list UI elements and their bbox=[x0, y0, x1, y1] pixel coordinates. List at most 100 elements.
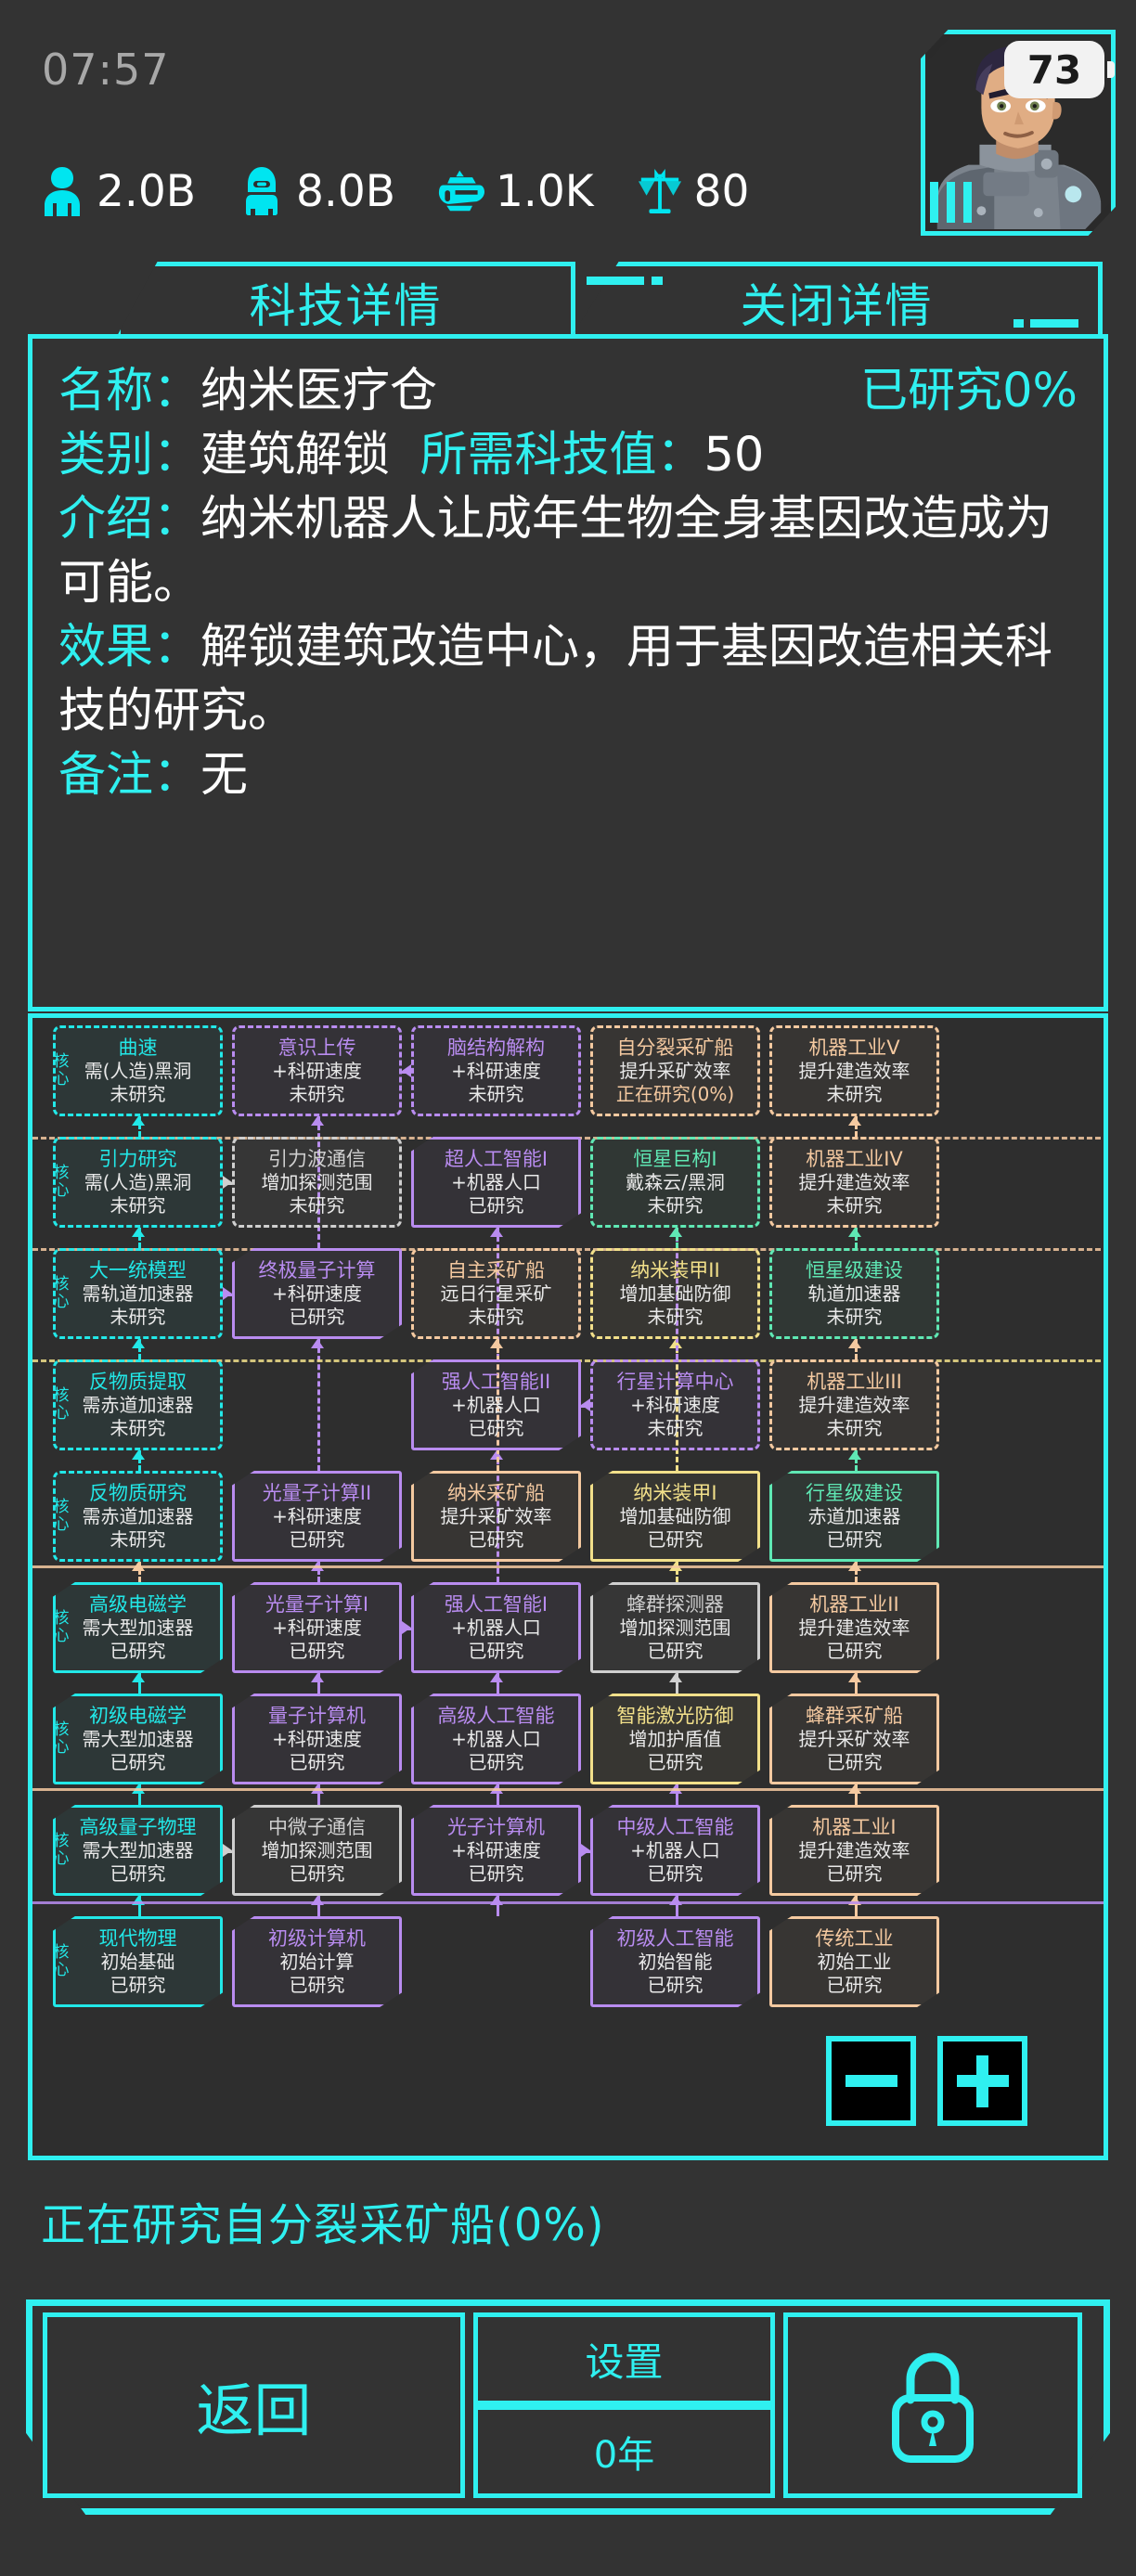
tech-node[interactable]: 智能激光防御增加护盾值已研究 bbox=[590, 1694, 760, 1784]
tech-node[interactable]: 初级计算机初始计算已研究 bbox=[232, 1916, 402, 2007]
tech-node[interactable]: 蜂群采矿船提升采矿效率已研究 bbox=[769, 1694, 939, 1784]
tech-edge-arrow bbox=[847, 1450, 861, 1460]
tech-node[interactable]: 自主采矿船远日行星采矿未研究 bbox=[411, 1248, 581, 1339]
tech-node[interactable]: 传统工业初始工业已研究 bbox=[769, 1916, 939, 2007]
detail-category-key: 类别： bbox=[58, 428, 201, 483]
tech-node[interactable]: 意识上传+科研速度未研究 bbox=[232, 1025, 402, 1116]
tech-node-effect: 戴森云/黑洞 bbox=[626, 1170, 725, 1193]
tech-node[interactable]: 脑结构解构+科研速度未研究 bbox=[411, 1025, 581, 1116]
tech-edge-arrow bbox=[668, 1673, 682, 1682]
tech-node[interactable]: 初级人工智能初始智能已研究 bbox=[590, 1916, 760, 2007]
tech-node-name: 现代物理 bbox=[98, 1926, 177, 1950]
tech-node-effect: 初始智能 bbox=[638, 1950, 713, 1973]
tech-node[interactable]: 光量子计算II+科研速度已研究 bbox=[232, 1471, 402, 1562]
tech-node-name: 纳米采矿船 bbox=[447, 1481, 545, 1504]
tech-node-effect: 提升采矿效率 bbox=[440, 1504, 552, 1527]
tech-node[interactable]: 高级量子物理需大型加速器已研究 bbox=[53, 1805, 223, 1896]
tech-node[interactable]: 反物质研究需赤道加速器未研究 bbox=[53, 1471, 223, 1562]
tech-node[interactable]: 光量子计算I+科研速度已研究 bbox=[232, 1582, 402, 1673]
tech-node[interactable]: 自分裂采矿船提升采矿效率正在研究(0%) bbox=[590, 1025, 760, 1116]
tech-node-name: 行星计算中心 bbox=[616, 1370, 734, 1393]
tech-node-status: 已研究 bbox=[468, 1639, 524, 1662]
tech-node-effect: +机器人口 bbox=[451, 1616, 541, 1639]
tech-edge bbox=[137, 1339, 141, 1359]
tech-node[interactable]: 引力波通信增加探测范围未研究 bbox=[232, 1137, 402, 1228]
tech-node[interactable]: 行星计算中心+科研速度未研究 bbox=[590, 1359, 760, 1450]
tech-node[interactable]: 蜂群探测器增加探测范围已研究 bbox=[590, 1582, 760, 1673]
plus-icon-v bbox=[976, 2054, 988, 2107]
tech-node-name: 恒星巨构I bbox=[633, 1147, 717, 1170]
tech-node[interactable]: 现代物理初始基础已研究 bbox=[53, 1916, 223, 2007]
tech-node-effect: 初始工业 bbox=[817, 1950, 892, 1973]
avatar[interactable]: 73 bbox=[921, 30, 1116, 236]
tech-node[interactable]: 曲速需(人造)黑洞未研究 bbox=[53, 1025, 223, 1116]
tech-node[interactable]: 中微子通信增加探测范围已研究 bbox=[232, 1805, 402, 1896]
settings-button[interactable]: 设置 bbox=[473, 2312, 775, 2405]
tech-node-core-badge: 核心 bbox=[53, 1164, 70, 1200]
tech-edge bbox=[496, 1784, 499, 1805]
tech-node-effect: +机器人口 bbox=[451, 1393, 541, 1416]
zoom-out-button[interactable] bbox=[826, 2036, 916, 2126]
tech-node-effect: 初始计算 bbox=[279, 1950, 355, 1973]
tech-edge bbox=[137, 1116, 141, 1137]
signal-bars-icon bbox=[930, 182, 972, 223]
tech-node-effect: 需(人造)黑洞 bbox=[84, 1170, 192, 1193]
tech-node-status: 已研究 bbox=[647, 1973, 704, 1996]
resource-robots-value: 8.0B bbox=[296, 165, 395, 217]
tech-node[interactable]: 强人工智能I+机器人口已研究 bbox=[411, 1582, 581, 1673]
tech-edge-arrow bbox=[131, 1450, 145, 1460]
detail-intro-value: 纳米机器人让成年生物全身基因改造成为可能。 bbox=[58, 492, 1053, 611]
tech-edge-arrow bbox=[489, 1896, 503, 1905]
tech-node[interactable]: 纳米采矿船提升采矿效率已研究 bbox=[411, 1471, 581, 1562]
tech-node[interactable]: 光子计算机+科研速度已研究 bbox=[411, 1805, 581, 1896]
tech-edge-arrow bbox=[847, 1228, 861, 1237]
tab-tech-details[interactable]: 科技详情 bbox=[116, 262, 575, 338]
tech-node-effect: +机器人口 bbox=[630, 1838, 720, 1861]
tech-node[interactable]: 强人工智能II+机器人口已研究 bbox=[411, 1359, 581, 1450]
tech-node[interactable]: 反物质提取需赤道加速器未研究 bbox=[53, 1359, 223, 1450]
tech-edge bbox=[854, 1228, 858, 1248]
tech-edge bbox=[316, 1673, 320, 1694]
tech-edge bbox=[675, 1228, 678, 1248]
tech-node[interactable]: 行星级建设赤道加速器已研究 bbox=[769, 1471, 939, 1562]
resource-population: 2.0B bbox=[39, 165, 196, 217]
tech-node[interactable]: 终极量子计算+科研速度已研究 bbox=[232, 1248, 402, 1339]
tech-node[interactable]: 初级电磁学需大型加速器已研究 bbox=[53, 1694, 223, 1784]
back-button[interactable]: 返回 bbox=[43, 2312, 465, 2498]
resource-ships: 1.0K bbox=[438, 165, 594, 217]
tech-node[interactable]: 高级电磁学需大型加速器已研究 bbox=[53, 1582, 223, 1673]
tech-node[interactable]: 超人工智能I+机器人口已研究 bbox=[411, 1137, 581, 1228]
tech-node[interactable]: 恒星级建设轨道加速器未研究 bbox=[769, 1248, 939, 1339]
zoom-in-button[interactable] bbox=[937, 2036, 1027, 2126]
bottom-bar: 返回 设置 0年 bbox=[26, 2299, 1110, 2515]
tech-node[interactable]: 引力研究需(人造)黑洞未研究 bbox=[53, 1137, 223, 1228]
tech-edge bbox=[675, 1896, 678, 1916]
status-bar: 07:57 bbox=[0, 0, 1136, 139]
tech-node-status: 已研究 bbox=[468, 1861, 524, 1885]
tech-edge-rail bbox=[32, 1901, 1104, 1904]
tech-node-effect: +科研速度 bbox=[272, 1616, 362, 1639]
tech-node-name: 光量子计算I bbox=[265, 1592, 369, 1616]
tech-node-status: 已研究 bbox=[647, 1527, 704, 1551]
tech-node-name: 曲速 bbox=[118, 1036, 158, 1059]
tech-node[interactable]: 大一统模型需轨道加速器未研究 bbox=[53, 1248, 223, 1339]
tech-node-name: 超人工智能I bbox=[444, 1147, 549, 1170]
tech-node-status: 已研究 bbox=[826, 1639, 883, 1662]
tech-node[interactable]: 量子计算机+科研速度已研究 bbox=[232, 1694, 402, 1784]
tech-node-status: 已研究 bbox=[289, 1305, 345, 1328]
tech-edge bbox=[316, 1562, 320, 1582]
tech-node[interactable]: 高级人工智能+机器人口已研究 bbox=[411, 1694, 581, 1784]
tech-edge-arrow bbox=[131, 1673, 145, 1682]
lock-button[interactable] bbox=[783, 2312, 1082, 2498]
tech-tree-panel[interactable]: 曲速需(人造)黑洞未研究核心 意识上传+科研速度未研究脑结构解构+科研速度未研究自… bbox=[28, 1013, 1108, 2160]
tech-edge bbox=[854, 1896, 858, 1916]
tech-node[interactable]: 中级人工智能+机器人口已研究 bbox=[590, 1805, 760, 1896]
